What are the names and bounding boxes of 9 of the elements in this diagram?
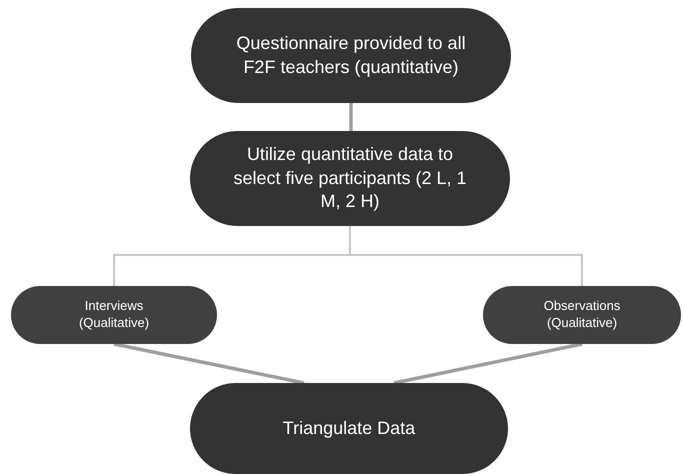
connector-line (394, 342, 582, 385)
node-text: Interviews (Qualitative) (78, 298, 150, 332)
node-text: Observations (Qualitative) (542, 298, 622, 332)
node-text: Utilize quantitative data to select five participants (2 L, 1 M, 2 H) (232, 143, 468, 214)
connector-line (114, 342, 304, 385)
node-text: Triangulate Data (282, 416, 416, 440)
node-text: Questionnaire provided to all F2F teachers (quantitative) (235, 32, 467, 79)
connector-line (349, 226, 583, 286)
connector-line (349, 103, 353, 131)
